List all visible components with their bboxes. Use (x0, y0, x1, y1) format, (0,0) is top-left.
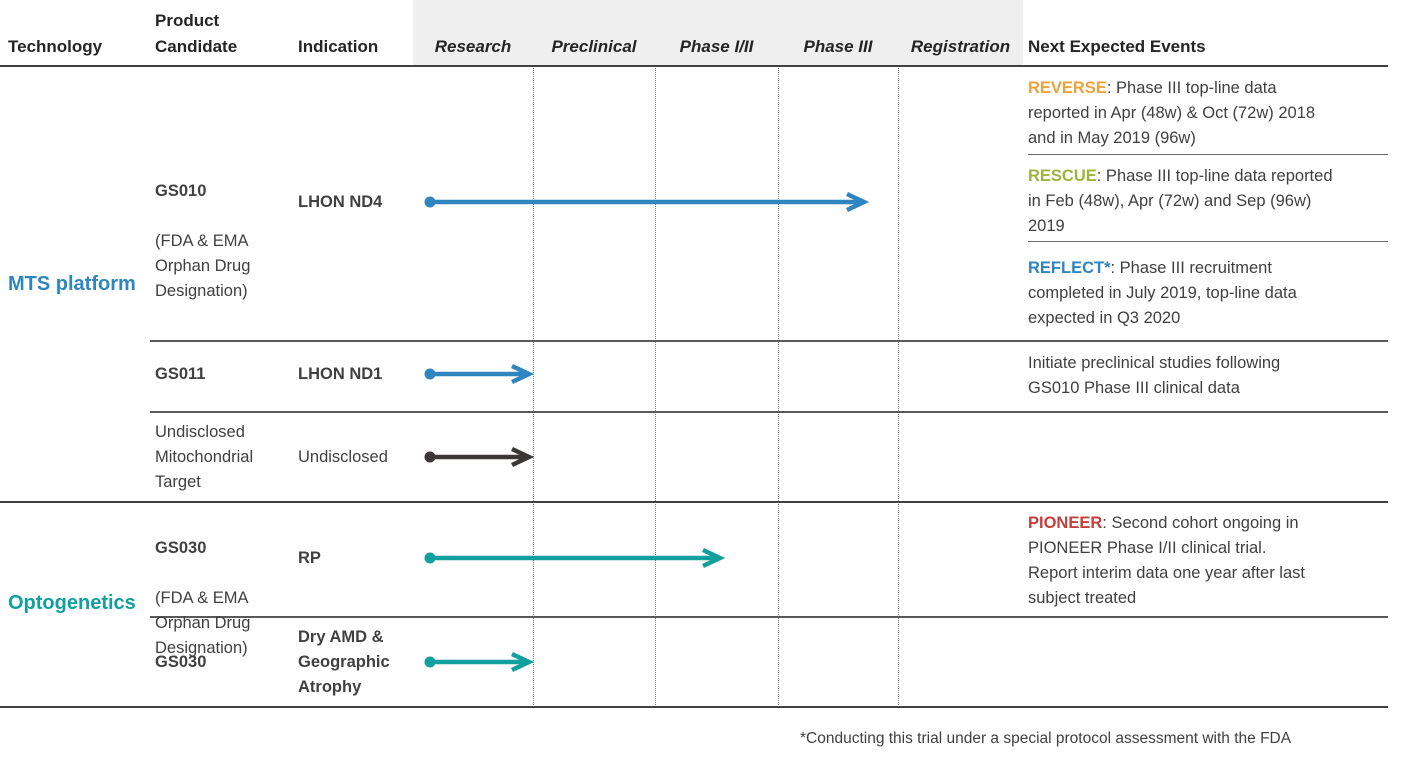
indication-undisclosed: Undisclosed (298, 448, 388, 466)
indication-lhon-nd1: LHON ND1 (298, 365, 383, 383)
candidate-name: GS010 (155, 182, 207, 200)
event-reverse: REVERSE: Phase III top-line data reporte… (1028, 76, 1400, 151)
pipeline-arrow-4 (424, 547, 726, 569)
phase-divider-dotted-1 (533, 66, 534, 707)
column-header-product-candidate: Product Candidate (155, 11, 238, 56)
column-header-next-expected-events: Next Expected Events (1028, 37, 1206, 56)
section-label-optogenetics: Optogenetics (8, 592, 136, 614)
row-separator-3 (150, 616, 1388, 618)
column-header-technology: Technology (8, 37, 103, 56)
event-text: : Phase III top-line data reported in Ap… (1028, 79, 1316, 147)
phase-divider-dotted-3 (778, 66, 779, 707)
candidate-note: (FDA & EMA Orphan Drug Designation) (155, 232, 251, 300)
event-text: Initiate preclinical studies following G… (1028, 354, 1281, 397)
candidate-gs030-rp: GS030 (FDA & EMA Orphan Drug Designation… (155, 511, 250, 686)
candidate-undisclosed-mitochondrial-target: Undisclosed Mitochondrial Target (155, 423, 254, 491)
row-separator-1 (150, 340, 1388, 342)
candidate-note: (FDA & EMA Orphan Drug Designation) (155, 589, 251, 657)
candidate-gs030-amd: GS030 (155, 653, 207, 671)
column-header-indication: Indication (298, 37, 379, 56)
event-tag-rescue: RESCUE (1028, 167, 1097, 185)
bottom-rule (0, 706, 1388, 708)
column-header-phase-preclinical: Preclinical (551, 37, 637, 56)
event-pioneer: PIONEER: Second cohort ongoing in PIONEE… (1028, 511, 1400, 611)
column-header-phase-1-2: Phase I/II (679, 37, 754, 56)
event-tag-reverse: REVERSE (1028, 79, 1107, 97)
phase-divider-dotted-4 (898, 66, 899, 707)
pipeline-arrow-2 (424, 363, 535, 385)
event-separator-1 (1028, 154, 1388, 155)
event-text: : Phase III recruitment completed in Jul… (1028, 259, 1297, 327)
event-rescue: RESCUE: Phase III top-line data reported… (1028, 164, 1400, 239)
event-gs011-preclinical: Initiate preclinical studies following G… (1028, 351, 1400, 401)
candidate-gs011: GS011 (155, 365, 206, 383)
pipeline-arrow-3 (424, 446, 535, 468)
event-text: : Phase III top-line data reported in Fe… (1028, 167, 1333, 235)
phase-header-band (413, 0, 1023, 66)
candidate-name: GS030 (155, 539, 207, 557)
header-underline (0, 65, 1388, 67)
indication-dry-amd: Dry AMD & Geographic Atrophy (298, 628, 390, 696)
event-tag-pioneer: PIONEER (1028, 514, 1103, 532)
event-text: : Second cohort ongoing in PIONEER Phase… (1028, 514, 1305, 607)
row-separator-2 (150, 411, 1388, 413)
indication-lhon-nd4: LHON ND4 (298, 193, 383, 211)
event-separator-2 (1028, 241, 1388, 242)
pipeline-arrow-5 (424, 651, 535, 673)
candidate-gs010: GS010 (FDA & EMA Orphan Drug Designation… (155, 154, 250, 329)
section-separator (0, 501, 1388, 503)
pipeline-arrow-1 (424, 191, 870, 213)
column-header-registration: Registration (910, 37, 1011, 56)
section-label-mts-platform: MTS platform (8, 273, 136, 295)
event-reflect: REFLECT*: Phase III recruitment complete… (1028, 256, 1400, 331)
column-header-phase-3: Phase III (803, 37, 873, 56)
phase-divider-dotted-2 (655, 66, 656, 707)
indication-rp: RP (298, 549, 321, 567)
event-tag-reflect: REFLECT* (1028, 259, 1111, 277)
column-header-phase-research: Research (434, 37, 512, 56)
footnote-spa-fda: *Conducting this trial under a special p… (800, 730, 1292, 747)
